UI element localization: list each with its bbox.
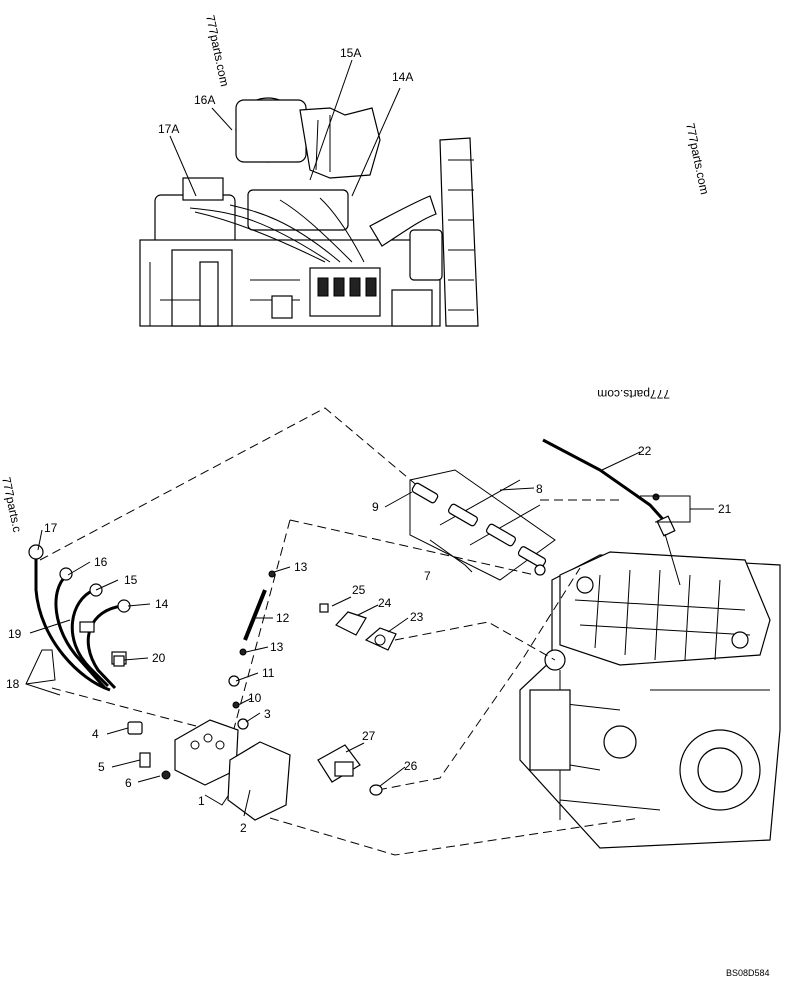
injectors [409,469,556,581]
small-parts [113,438,691,821]
watermark-top: 777parts.com [203,14,232,88]
photo-leaders [169,59,401,197]
callout-9: 9 [372,500,379,514]
watermark-right: 777parts.com [683,122,712,196]
callout-12: 12 [276,611,290,625]
callout-16: 16 [94,555,108,569]
watermark-left: 777parts.c [0,476,24,534]
callout-22: 22 [638,444,652,458]
callout-5: 5 [98,760,105,774]
callout-15: 15 [124,573,138,587]
callout-6: 6 [125,776,132,790]
callout-11: 11 [262,666,275,680]
assembly-lines [39,407,641,856]
leader-lines [25,451,714,817]
engine-block [519,551,781,849]
callout-4: 4 [92,727,99,741]
callout-21: 21 [718,502,732,516]
callout-24: 24 [378,596,392,610]
callout-19: 19 [8,627,22,641]
callout-26: 26 [404,759,418,773]
callout-23: 23 [410,610,424,624]
callout-27: 27 [362,729,376,743]
callout-1: 1 [198,794,205,808]
callout-8: 8 [536,482,543,496]
callout-13-top: 13 [294,560,308,574]
callout-2: 2 [240,821,247,835]
callout-15a: 15A [340,46,361,60]
callout-17a: 17A [158,122,179,136]
fuel-injection-lines [28,544,131,692]
callout-14a: 14A [392,70,413,84]
callout-10: 10 [248,691,262,705]
callout-3: 3 [264,707,271,721]
callout-7: 7 [424,569,431,583]
watermark-middle: 777parts.com [597,387,670,401]
drawing-code: BS08D584 [726,968,770,978]
callout-17: 17 [44,521,58,535]
callout-14: 14 [155,597,169,611]
callout-20: 20 [152,651,166,665]
callout-16a: 16A [194,93,215,107]
callout-25: 25 [352,583,366,597]
callout-13-bottom: 13 [270,640,284,654]
callout-labels: 15A 14A 16A 17A 1 2 3 4 5 6 7 8 9 10 11 … [6,46,732,835]
engine-photo [139,97,479,327]
callout-18: 18 [6,677,20,691]
